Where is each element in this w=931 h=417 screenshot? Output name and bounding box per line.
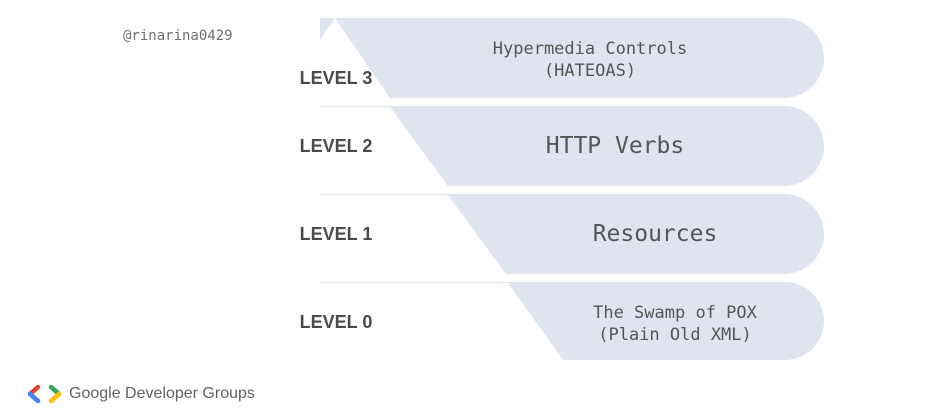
- level-1-description-line-1: Resources: [592, 221, 718, 247]
- level-0-description-line-2: (Plain Old XML): [598, 325, 752, 345]
- level-3-description-line-2: (HATEOAS): [543, 61, 637, 81]
- level-0-description: The Swamp of POX (Plain Old XML): [540, 302, 810, 346]
- level-2-description: HTTP Verbs: [455, 131, 775, 161]
- level-0-tier: [108, 283, 564, 361]
- level-3-description-line-1: Hypermedia Controls: [492, 39, 688, 59]
- level-1-tier: [164, 195, 506, 274]
- gdg-logo-icon: [28, 384, 62, 404]
- footer-brand-text: Google Developer Groups: [69, 385, 255, 402]
- author-handle: @rinarina0429: [123, 28, 233, 44]
- level-3-bar: [320, 18, 824, 98]
- level-0-label: LEVEL 0: [299, 312, 373, 332]
- footer-brand: Google Developer Groups: [28, 383, 255, 405]
- level-3-description: Hypermedia Controls (HATEOAS): [425, 38, 755, 82]
- level-3-label: LEVEL 3: [299, 68, 373, 88]
- level-2-label: LEVEL 2: [299, 136, 373, 156]
- level-1-label: LEVEL 1: [299, 224, 373, 244]
- level-0-description-line-1: The Swamp of POX: [593, 303, 757, 323]
- level-2-description-line-1: HTTP Verbs: [545, 133, 685, 159]
- level-1-description: Resources: [510, 219, 800, 249]
